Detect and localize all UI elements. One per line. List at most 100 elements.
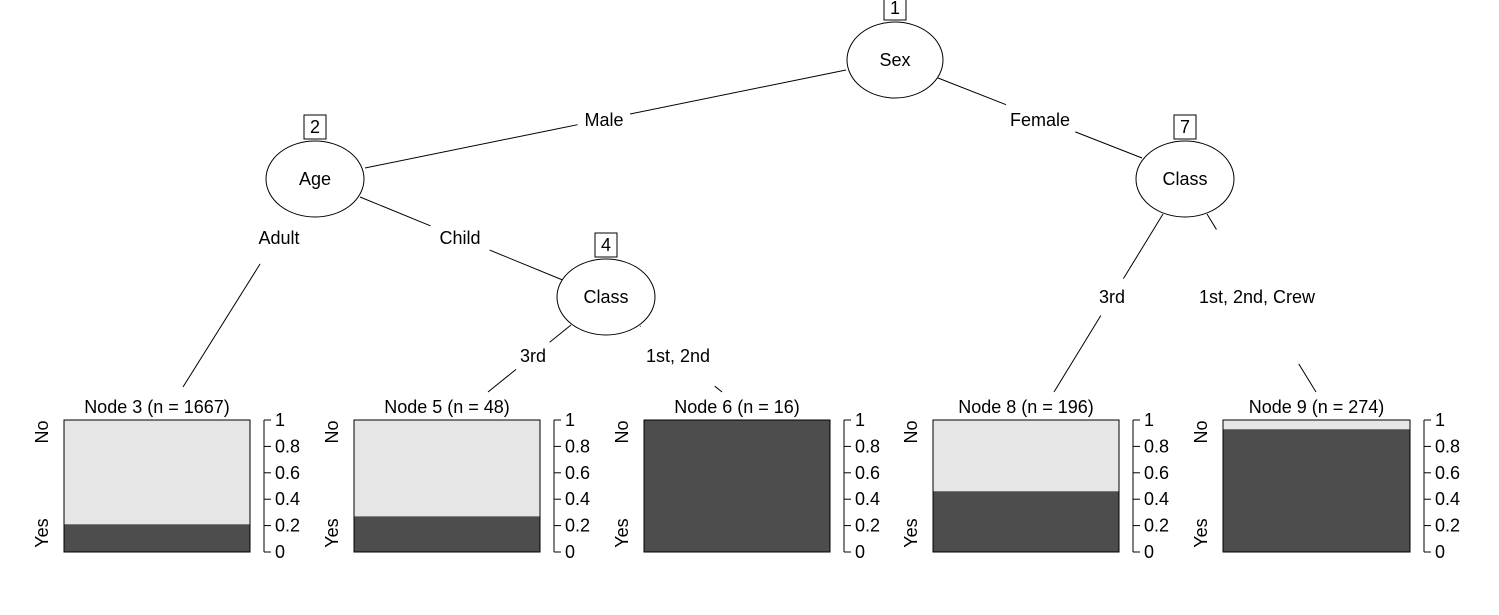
edge-line <box>364 124 578 169</box>
node-id: 1 <box>890 0 900 18</box>
inner-node-7: Class 7 <box>1135 114 1235 218</box>
bar-frame <box>1222 419 1411 553</box>
bar-no-segment <box>64 420 250 525</box>
leaf-title: Node 9 (n = 274) <box>1249 397 1385 417</box>
edge-line <box>359 196 431 227</box>
node-variable-label: Class <box>1162 169 1207 189</box>
leaf-label-yes: Yes <box>901 518 921 547</box>
bar-no-segment <box>354 420 540 517</box>
node-id-box <box>594 232 618 258</box>
edge-label: 1st, 2nd <box>646 346 710 366</box>
edge-label: Female <box>1010 110 1070 130</box>
leaf-axis-tick-label: 0.6 <box>565 463 590 483</box>
edge-line <box>937 77 1007 106</box>
bar-frame <box>643 419 831 553</box>
leaf-axis-tick-label: 0.8 <box>1144 436 1169 456</box>
edge-label: Child <box>439 228 480 248</box>
edge-line <box>549 324 572 343</box>
bar-yes-segment <box>354 516 540 552</box>
edge-line <box>1075 131 1143 159</box>
leaf-label-no: No <box>322 420 342 443</box>
node-variable-label: Age <box>299 169 331 189</box>
edge-4-6: 1st, 2nd <box>639 325 723 393</box>
edge-line <box>714 385 723 393</box>
leaf-axis-tick-label: 0.6 <box>1144 463 1169 483</box>
leaf-label-yes: Yes <box>32 518 52 547</box>
edge-1-7: Female <box>937 77 1143 159</box>
leaf-axis-tick-label: 1 <box>565 410 575 430</box>
edge-line <box>1298 363 1317 393</box>
edge-7-9: 1st, 2nd, Crew <box>1199 213 1317 393</box>
leaf-title: Node 5 (n = 48) <box>384 397 510 417</box>
node-id: 2 <box>310 117 320 137</box>
leaf-label-no: No <box>32 420 52 443</box>
edge-1-2: Male <box>364 69 847 169</box>
edge-line <box>1053 315 1102 393</box>
edge-line <box>630 69 847 115</box>
node-ellipse <box>265 140 365 218</box>
leaf-label-yes: Yes <box>1191 518 1211 547</box>
edge-line <box>639 325 641 327</box>
leaf-axis-tick-label: 0.6 <box>275 463 300 483</box>
leaf-axis-tick-label: 0.2 <box>1144 516 1169 536</box>
edge-label: 1st, 2nd, Crew <box>1199 287 1316 307</box>
inner-node-2: Age 2 <box>265 114 365 218</box>
bar-yes-segment <box>64 524 250 552</box>
bar-no-segment <box>933 420 1119 492</box>
edge-label: Male <box>584 110 623 130</box>
node-id: 7 <box>1180 117 1190 137</box>
bar-yes-segment <box>644 420 830 552</box>
leaf-axis-tick-label: 0.6 <box>855 463 880 483</box>
leaf-axis-tick-label: 0.8 <box>1435 436 1460 456</box>
leaf-axis-tick-label: 0 <box>1435 542 1445 562</box>
leaf-axis-tick-label: 0.2 <box>565 516 590 536</box>
node-id-box <box>1173 114 1197 140</box>
leaf-axis-tick-label: 0.4 <box>1144 489 1169 509</box>
leaf-axis-tick-label: 0.8 <box>275 436 300 456</box>
leaf-axis-tick-label: 0.4 <box>1435 489 1460 509</box>
node-id: 4 <box>601 235 611 255</box>
leaf-label-yes: Yes <box>612 518 632 547</box>
edge-line <box>1206 213 1217 230</box>
leaf-label-no: No <box>1191 420 1211 443</box>
leaf-axis-tick-label: 0.4 <box>855 489 880 509</box>
leaf-axis-tick-label: 0.4 <box>565 489 590 509</box>
leaf-axis-tick-label: 0 <box>275 542 285 562</box>
node-ellipse <box>556 258 656 336</box>
bar-frame <box>932 419 1120 553</box>
bar-frame <box>63 419 251 553</box>
leaf-axis-tick-label: 0.2 <box>275 516 300 536</box>
edge-label: 3rd <box>520 346 546 366</box>
bar-frame <box>353 419 541 553</box>
leaf-axis-tick-label: 0 <box>565 542 575 562</box>
leaf-axis-tick-label: 1 <box>275 410 285 430</box>
leaf-label-no: No <box>901 420 921 443</box>
leaf-axis-tick-label: 0.8 <box>565 436 590 456</box>
leaf-axis-tick-label: 1 <box>1144 410 1154 430</box>
edge-line <box>182 263 261 388</box>
edge-2-4: Child <box>359 196 571 284</box>
leaf-axis-tick-label: 1 <box>1435 410 1445 430</box>
node-ellipse <box>1135 140 1235 218</box>
bar-no-segment <box>1223 420 1410 430</box>
edge-label: Adult <box>258 228 299 248</box>
edge-4-5: 3rd <box>487 324 572 393</box>
node-id-box <box>303 114 327 140</box>
bar-yes-segment <box>933 491 1119 552</box>
leaf-label-no: No <box>612 420 632 443</box>
edge-line <box>489 249 571 284</box>
bar-yes-segment <box>1223 429 1410 552</box>
node-ellipse <box>846 21 944 99</box>
leaf-title: Node 3 (n = 1667) <box>84 397 230 417</box>
edge-line <box>1122 213 1164 279</box>
